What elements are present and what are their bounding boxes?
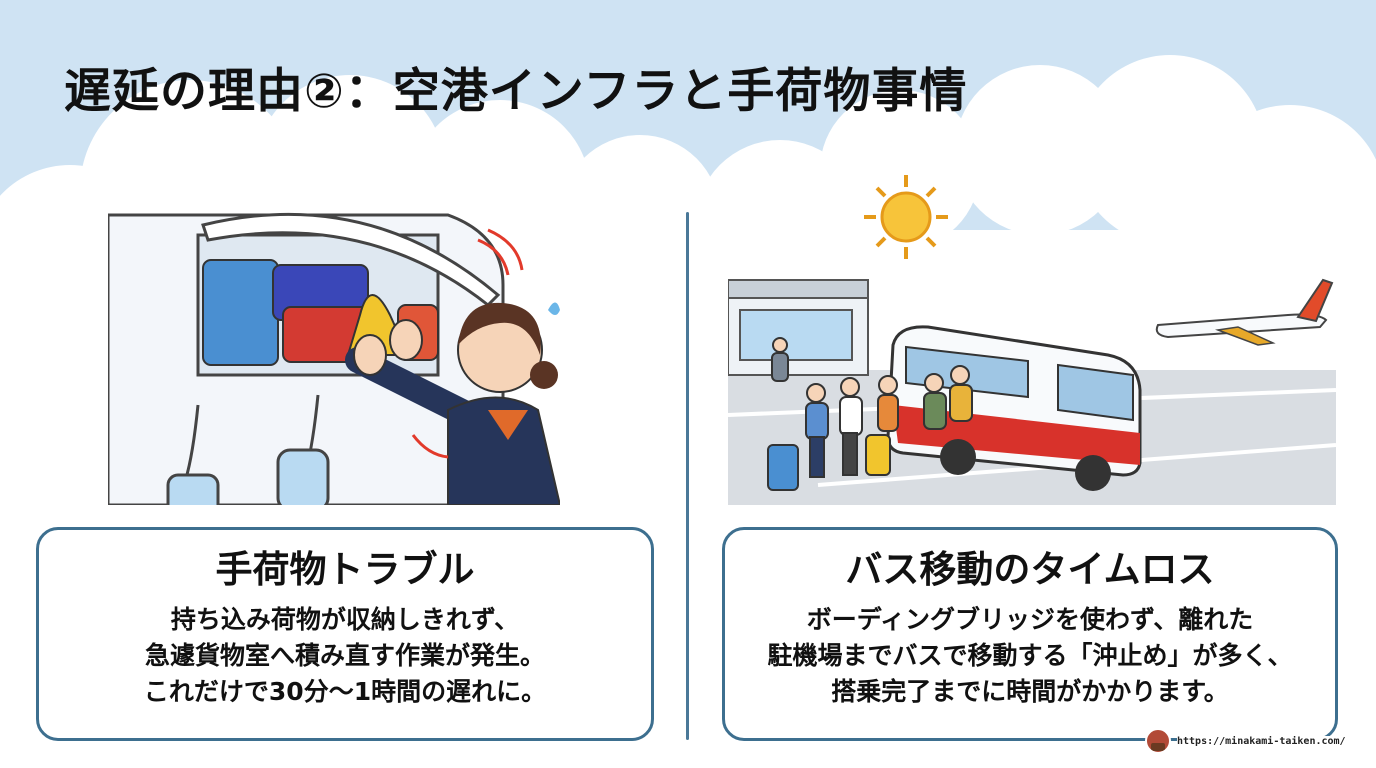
bus-transfer-line-2: 駐機場までバスで移動する「沖止め」が多く、	[767, 641, 1293, 670]
baggage-trouble-line-1: 持ち込み荷物が収納しきれず、	[170, 605, 520, 634]
overhead-bin-illustration	[108, 195, 560, 505]
baggage-trouble-heading: 手荷物トラブル	[215, 548, 475, 591]
center-divider	[686, 212, 689, 740]
bus-transfer-line-1: ボーディングブリッジを使わず、離れた	[806, 605, 1254, 634]
site-url[interactable]: https://minakami-taiken.com/	[1177, 735, 1346, 747]
baggage-trouble-line-3: これだけで30分～1時間の遅れに。	[143, 677, 547, 706]
bus-transfer-card: バス移動のタイムロス ボーディングブリッジを使わず、離れた 駐機場までバスで移動…	[722, 527, 1338, 741]
baggage-trouble-text: 持ち込み荷物が収納しきれず、 急遽貨物室へ積み直す作業が発生。 これだけで30分…	[39, 602, 651, 710]
airplane-icon	[1155, 278, 1334, 346]
bus-transfer-heading: バス移動のタイムロス	[845, 548, 1215, 591]
avatar-icon	[1145, 728, 1171, 754]
bus-transfer-line-3: 搭乗完了までに時間がかかります。	[831, 677, 1229, 706]
baggage-trouble-line-2: 急遽貨物室へ積み直す作業が発生。	[144, 641, 545, 670]
bus-transfer-illustration	[728, 175, 1336, 505]
baggage-trouble-card: 手荷物トラブル 持ち込み荷物が収納しきれず、 急遽貨物室へ積み直す作業が発生。 …	[36, 527, 654, 741]
bus-icon	[886, 325, 1142, 491]
page-title: 遅延の理由②：空港インフラと手荷物事情	[64, 64, 968, 119]
sun-icon	[864, 175, 948, 259]
site-badge[interactable]: https://minakami-taiken.com/	[1145, 726, 1346, 756]
bus-transfer-text: ボーディングブリッジを使わず、離れた 駐機場までバスで移動する「沖止め」が多く、…	[725, 602, 1335, 710]
